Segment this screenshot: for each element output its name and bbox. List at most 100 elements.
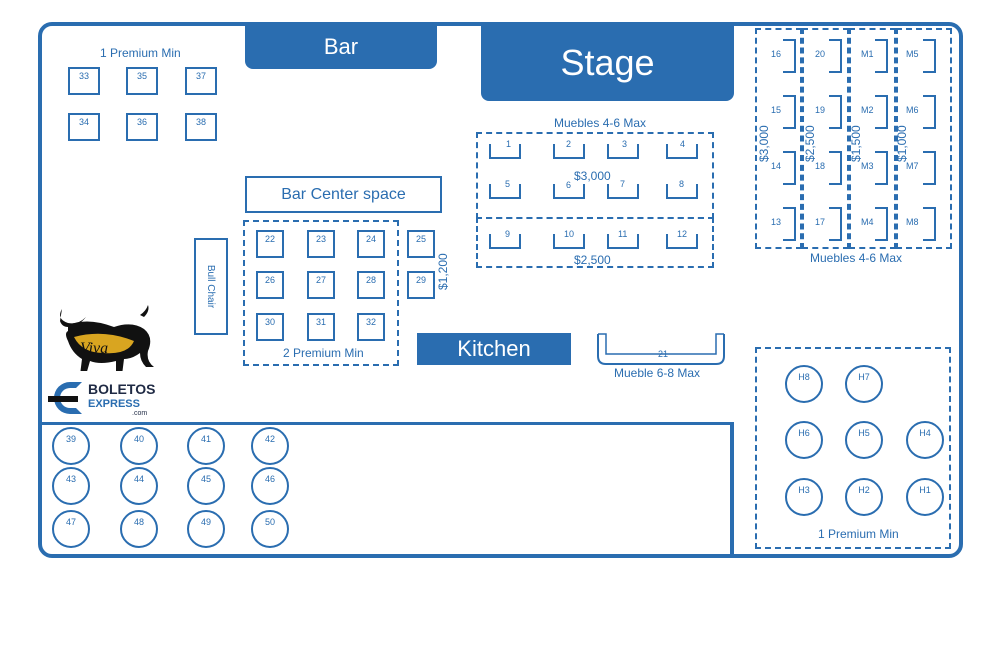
table-26[interactable]: 26 [256, 271, 284, 299]
sofa-13-label[interactable]: 13 [771, 217, 782, 227]
sofa-18-icon [829, 151, 842, 185]
table-h4-label: H4 [919, 428, 931, 438]
table-33[interactable]: 33 [68, 67, 100, 95]
bull-chair-label: Bull Chair [205, 264, 217, 309]
sofa-20-label[interactable]: 20 [815, 49, 826, 59]
sofa-19-label[interactable]: 19 [815, 105, 826, 115]
table-h3[interactable]: H3 [785, 478, 823, 516]
table-45[interactable]: 45 [187, 467, 225, 505]
table-31-label: 31 [315, 317, 326, 327]
table-29[interactable]: 29 [407, 271, 435, 299]
price-25-29: $1,200 [436, 253, 450, 290]
table-47[interactable]: 47 [52, 510, 90, 548]
sofa-1-label[interactable]: 1 [506, 139, 512, 149]
table-27[interactable]: 27 [307, 271, 335, 299]
sofa-8-icon [666, 184, 698, 199]
sofa-m7-label[interactable]: M7 [906, 161, 919, 171]
sofa-2-label[interactable]: 2 [566, 139, 572, 149]
table-h6[interactable]: H6 [785, 421, 823, 459]
sofa-12-label[interactable]: 12 [677, 229, 688, 239]
sofa-m5-label[interactable]: M5 [906, 49, 919, 59]
table-39-label: 39 [65, 434, 76, 444]
sofa-18-label[interactable]: 18 [815, 161, 826, 171]
bar-center-space: Bar Center space [245, 176, 442, 213]
table-22[interactable]: 22 [256, 230, 284, 258]
table-36[interactable]: 36 [126, 113, 158, 141]
table-42-label: 42 [264, 434, 275, 444]
table-41-label: 41 [200, 434, 211, 444]
table-24[interactable]: 24 [357, 230, 385, 258]
table-45-label: 45 [200, 474, 211, 484]
table-37[interactable]: 37 [185, 67, 217, 95]
mid-left-section-label: 2 Premium Min [283, 346, 364, 360]
table-50[interactable]: 50 [251, 510, 289, 548]
sofa-m1-label[interactable]: M1 [861, 49, 874, 59]
table-39[interactable]: 39 [52, 427, 90, 465]
table-44[interactable]: 44 [120, 467, 158, 505]
table-31[interactable]: 31 [307, 313, 335, 341]
bull-chair[interactable]: Bull Chair [194, 238, 228, 335]
table-h5[interactable]: H5 [845, 421, 883, 459]
sofa-m8-icon [923, 207, 936, 241]
sofa-4-label[interactable]: 4 [680, 139, 686, 149]
table-49[interactable]: 49 [187, 510, 225, 548]
table-28[interactable]: 28 [357, 271, 385, 299]
sofa-m7-icon [923, 151, 936, 185]
sofa-17-label[interactable]: 17 [815, 217, 826, 227]
table-h4[interactable]: H4 [906, 421, 944, 459]
right-col-2 [802, 28, 849, 249]
sofa-m3-label[interactable]: M3 [861, 161, 874, 171]
table-40-label: 40 [133, 434, 144, 444]
table-30[interactable]: 30 [256, 313, 284, 341]
table-46[interactable]: 46 [251, 467, 289, 505]
table-h8[interactable]: H8 [785, 365, 823, 403]
sofa-5-label[interactable]: 5 [505, 179, 511, 189]
sofa-3-label[interactable]: 3 [622, 139, 628, 149]
sofa-m2-label[interactable]: M2 [861, 105, 874, 115]
table-h6-label: H6 [798, 428, 810, 438]
sofa-20-icon [829, 39, 842, 73]
sofa-10-icon [553, 234, 585, 249]
table-h1[interactable]: H1 [906, 478, 944, 516]
table-h7[interactable]: H7 [845, 365, 883, 403]
sofa-8-label[interactable]: 8 [679, 179, 685, 189]
sofa-14-label[interactable]: 14 [771, 161, 782, 171]
table-32[interactable]: 32 [357, 313, 385, 341]
sofa-7-icon [607, 184, 639, 199]
sofa-15-label[interactable]: 15 [771, 105, 782, 115]
lower-divider [731, 422, 734, 556]
table-34[interactable]: 34 [68, 113, 100, 141]
table-23-label: 23 [315, 234, 326, 244]
sofa-16-icon [783, 39, 796, 73]
mueble-21-icon[interactable] [596, 332, 726, 366]
table-35[interactable]: 35 [126, 67, 158, 95]
table-25[interactable]: 25 [407, 230, 435, 258]
table-h2-label: H2 [858, 485, 870, 495]
table-h2[interactable]: H2 [845, 478, 883, 516]
table-43[interactable]: 43 [52, 467, 90, 505]
table-42[interactable]: 42 [251, 427, 289, 465]
table-h3-label: H3 [798, 485, 810, 495]
sofa-m8-label[interactable]: M8 [906, 217, 919, 227]
table-41[interactable]: 41 [187, 427, 225, 465]
table-40[interactable]: 40 [120, 427, 158, 465]
table-48[interactable]: 48 [120, 510, 158, 548]
sofa-10-label[interactable]: 10 [564, 229, 575, 239]
sofa-shapes [489, 144, 698, 249]
right-price-1: $3,000 [757, 125, 771, 162]
sofa-16-label[interactable]: 16 [771, 49, 782, 59]
sofa-6-label[interactable]: 6 [566, 180, 572, 190]
sofa-m2-icon [875, 95, 888, 129]
sofa-9-label[interactable]: 9 [505, 229, 511, 239]
sofa-7-label[interactable]: 7 [620, 179, 626, 189]
table-29-label: 29 [415, 275, 426, 285]
sofa-m6-label[interactable]: M6 [906, 105, 919, 115]
sofa-11-label[interactable]: 11 [618, 229, 628, 239]
sofa-m4-label[interactable]: M4 [861, 217, 874, 227]
kitchen-label: Kitchen [457, 336, 531, 361]
table-38[interactable]: 38 [185, 113, 217, 141]
sofa-3-icon [607, 144, 639, 159]
table-30-label: 30 [264, 317, 275, 327]
viva-text: Viva [80, 340, 108, 357]
table-23[interactable]: 23 [307, 230, 335, 258]
